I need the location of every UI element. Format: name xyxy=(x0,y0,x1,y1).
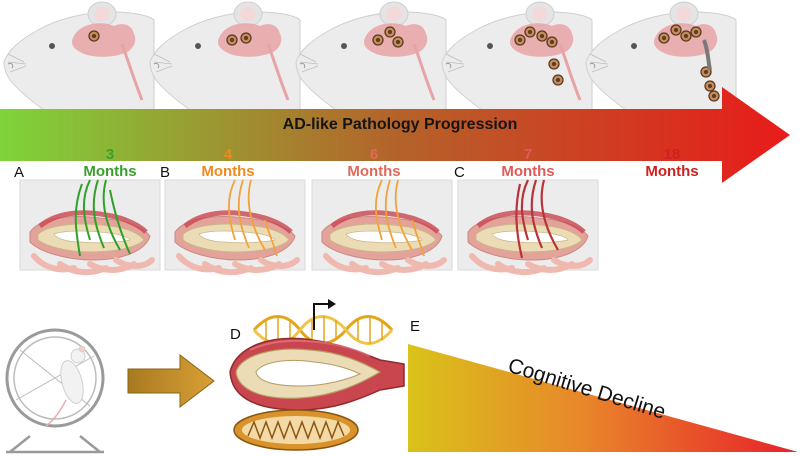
panel-label-a: A xyxy=(14,164,25,181)
timepoint-number: 6 xyxy=(369,146,379,163)
running-wheel xyxy=(5,328,105,454)
panel-label-b: B xyxy=(160,164,171,181)
panel-label-e: E xyxy=(410,318,421,335)
timepoint-number: 4 xyxy=(223,146,233,163)
mitochondrion xyxy=(233,409,359,451)
timepoint-3-months: 3 Months xyxy=(70,146,150,180)
timepoint-number: 18 xyxy=(663,146,681,163)
plaque-cluster-1 xyxy=(88,30,100,42)
timepoint-unit: Months xyxy=(645,163,699,180)
nmj-panel-c xyxy=(312,180,452,272)
timepoint-4-months: 4 Months xyxy=(188,146,268,180)
timepoint-number: 7 xyxy=(523,146,533,163)
arrow-label: AD-like Pathology Progression xyxy=(282,116,518,133)
mouse-on-wheel xyxy=(45,345,86,427)
timepoint-18-months: 18 Months xyxy=(632,146,712,180)
mouse-head-5 xyxy=(585,1,737,111)
timepoint-unit: Months xyxy=(83,163,137,180)
mouse-head-3 xyxy=(295,1,447,111)
nmj-panel-d xyxy=(458,180,598,272)
muscle-cross-section xyxy=(229,337,405,411)
mouse-head-2 xyxy=(149,1,301,111)
progression-arrow xyxy=(0,87,790,183)
timepoint-7-months: 7 Months xyxy=(488,146,568,180)
timepoint-unit: Months xyxy=(501,163,555,180)
nmj-panel-b xyxy=(165,180,305,272)
panel-label-d: D xyxy=(230,326,241,343)
cognitive-decline-wedge xyxy=(408,344,798,452)
timepoint-unit: Months xyxy=(201,163,255,180)
transcription-arrow xyxy=(313,299,336,330)
timepoint-6-months: 6 Months xyxy=(334,146,414,180)
timepoint-number: 3 xyxy=(105,146,115,163)
nmj-panel-a xyxy=(20,180,160,272)
mouse-head-4 xyxy=(441,1,593,111)
mouse-head-1 xyxy=(3,1,155,111)
panel-label-c: C xyxy=(454,164,465,181)
timepoint-unit: Months xyxy=(347,163,401,180)
exercise-arrow xyxy=(127,353,215,409)
